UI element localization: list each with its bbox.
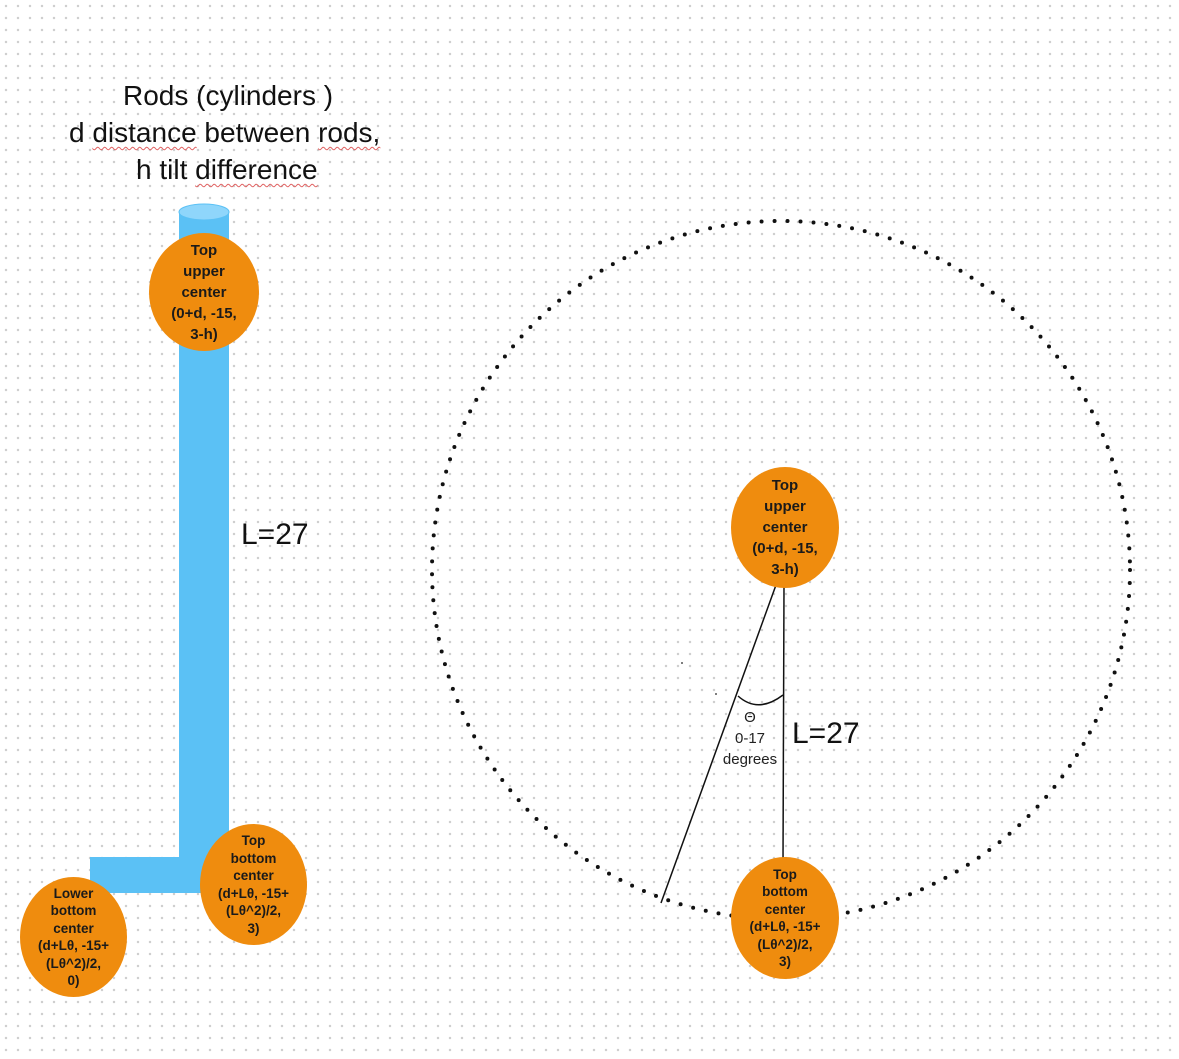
node-label: Lower bottom center (d+Lθ, -15+ (Lθ^2)/2… bbox=[37, 885, 110, 989]
left-top-bottom-center-node: Top bottom center (d+Lθ, -15+ (Lθ^2)/2, … bbox=[200, 824, 307, 945]
title-line-1: Rods (cylinders ) bbox=[123, 80, 333, 112]
left-lower-bottom-center-node: Lower bottom center (d+Lθ, -15+ (Lθ^2)/2… bbox=[20, 877, 127, 997]
title-text-2b: distance bbox=[92, 117, 197, 148]
title-text-2d: rods, bbox=[318, 117, 381, 148]
title-text-2c: between bbox=[196, 117, 319, 148]
theta-label: Θ 0-17 degrees bbox=[712, 707, 788, 770]
theta-unit: degrees bbox=[722, 751, 778, 768]
right-length-label: L=27 bbox=[792, 717, 860, 750]
left-length-label: L=27 bbox=[241, 518, 309, 551]
stray-dot bbox=[681, 662, 683, 664]
theta-symbol: Θ bbox=[744, 709, 756, 726]
vertical-rod-line bbox=[782, 584, 785, 863]
theta-arc bbox=[737, 694, 784, 706]
title-line-3: h tilt difference bbox=[136, 154, 318, 186]
title-text-2a: d bbox=[69, 117, 93, 148]
title-text-3b: difference bbox=[195, 154, 318, 185]
node-label: Top upper center (0+d, -15, 3-h) bbox=[171, 241, 237, 343]
title-text-3a: h tilt bbox=[136, 154, 196, 185]
left-top-upper-center-node: Top upper center (0+d, -15, 3-h) bbox=[149, 233, 259, 351]
tilted-rod-line bbox=[660, 584, 777, 904]
right-top-bottom-center-node: Top bottom center (d+Lθ, -15+ (Lθ^2)/2, … bbox=[731, 857, 839, 979]
right-top-upper-center-node: Top upper center (0+d, -15, 3-h) bbox=[731, 467, 839, 588]
rod-top-cap bbox=[178, 203, 230, 221]
theta-range: 0-17 bbox=[734, 730, 766, 747]
node-label: Top bottom center (d+Lθ, -15+ (Lθ^2)/2, … bbox=[749, 866, 821, 970]
node-label: Top upper center (0+d, -15, 3-h) bbox=[752, 477, 818, 578]
node-label: Top bottom center (d+Lθ, -15+ (Lθ^2)/2, … bbox=[217, 833, 290, 936]
title-line-2: d distance between rods, bbox=[69, 117, 380, 149]
title-text-1: Rods (cylinders ) bbox=[123, 80, 334, 111]
stray-dot bbox=[715, 693, 717, 695]
